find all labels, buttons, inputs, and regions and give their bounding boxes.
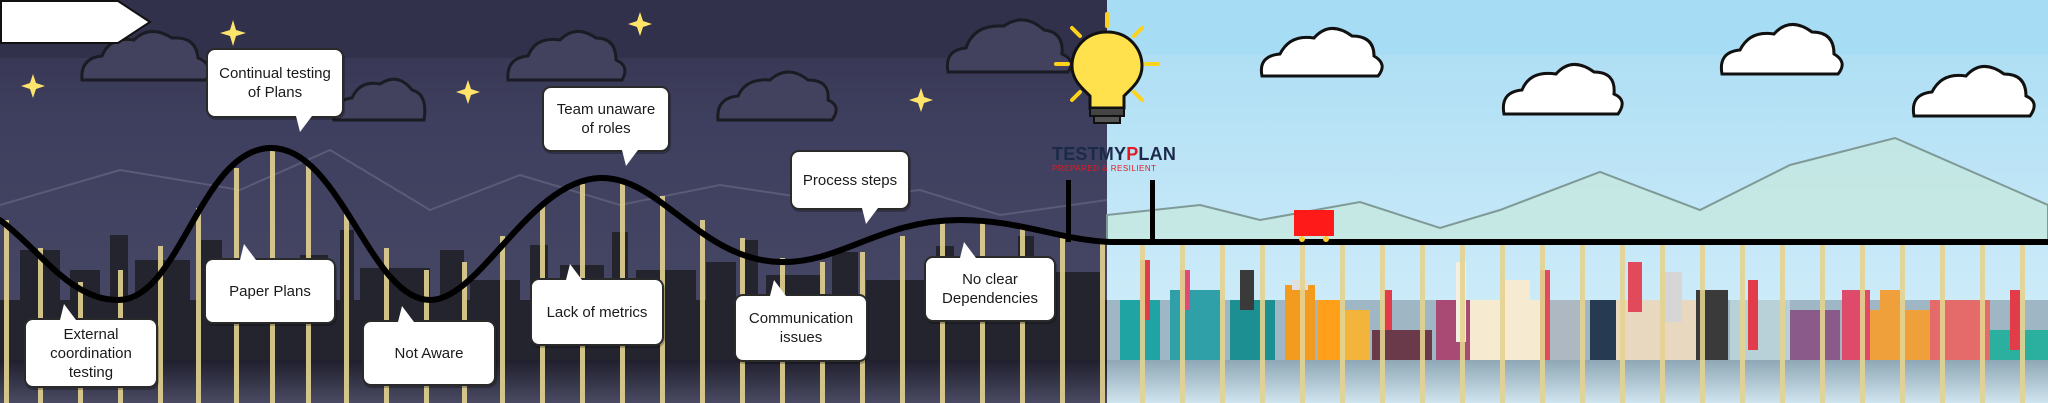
bubble-continual-testing: Continual testing of Plans — [206, 48, 344, 132]
sign-post — [1150, 180, 1155, 242]
cloud-icon — [1501, 63, 1624, 116]
bubble-lack-of-metrics: Lack of metrics — [530, 264, 664, 346]
coaster-track — [0, 144, 2048, 304]
star-icon — [909, 88, 933, 112]
night-mountain-outline — [0, 148, 1108, 217]
cloud-icon — [1719, 23, 1844, 76]
day-water — [1107, 360, 2048, 403]
bubble-team-unaware: Team unaware of roles — [542, 86, 670, 166]
brand-logo: TESTMYPLAN — [1052, 144, 1176, 165]
cloud-icon — [1259, 27, 1384, 78]
cloud-icon — [945, 18, 1073, 74]
stars — [21, 12, 933, 112]
star-icon — [220, 20, 246, 46]
lightbulb-icon — [1054, 12, 1160, 124]
brand-name-tail: LAN — [1138, 144, 1177, 164]
star-icon — [628, 12, 652, 36]
logo-sign — [0, 0, 152, 44]
day-city-skyline — [1120, 260, 2048, 360]
star-icon — [21, 74, 45, 98]
brand-name-main: TESTMY — [1052, 144, 1127, 164]
coaster-cart — [1294, 210, 1334, 242]
cloud-icon — [1911, 65, 2036, 118]
bubble-paper-plans: Paper Plans — [204, 244, 336, 324]
bubble-process-steps: Process steps — [790, 150, 910, 224]
cloud-icon — [506, 30, 627, 82]
day-mountains — [1106, 136, 2048, 241]
brand-name-accent: P — [1126, 144, 1139, 164]
day-sky-top-band — [1107, 0, 2048, 55]
sign-post — [1066, 180, 1071, 242]
star-icon — [456, 80, 480, 104]
night-water — [0, 360, 1107, 403]
bubble-communication-issues: Communication issues — [734, 280, 868, 362]
bubble-not-aware: Not Aware — [362, 306, 496, 386]
bubble-no-clear-dependencies: No clear Dependencies — [924, 242, 1056, 322]
day-clouds — [1259, 23, 2036, 118]
bubble-external-coordination: External coordination testing — [24, 304, 158, 388]
cloud-icon — [716, 70, 838, 122]
brand-tagline: PREPARED & RESILIENT — [1052, 164, 1157, 173]
